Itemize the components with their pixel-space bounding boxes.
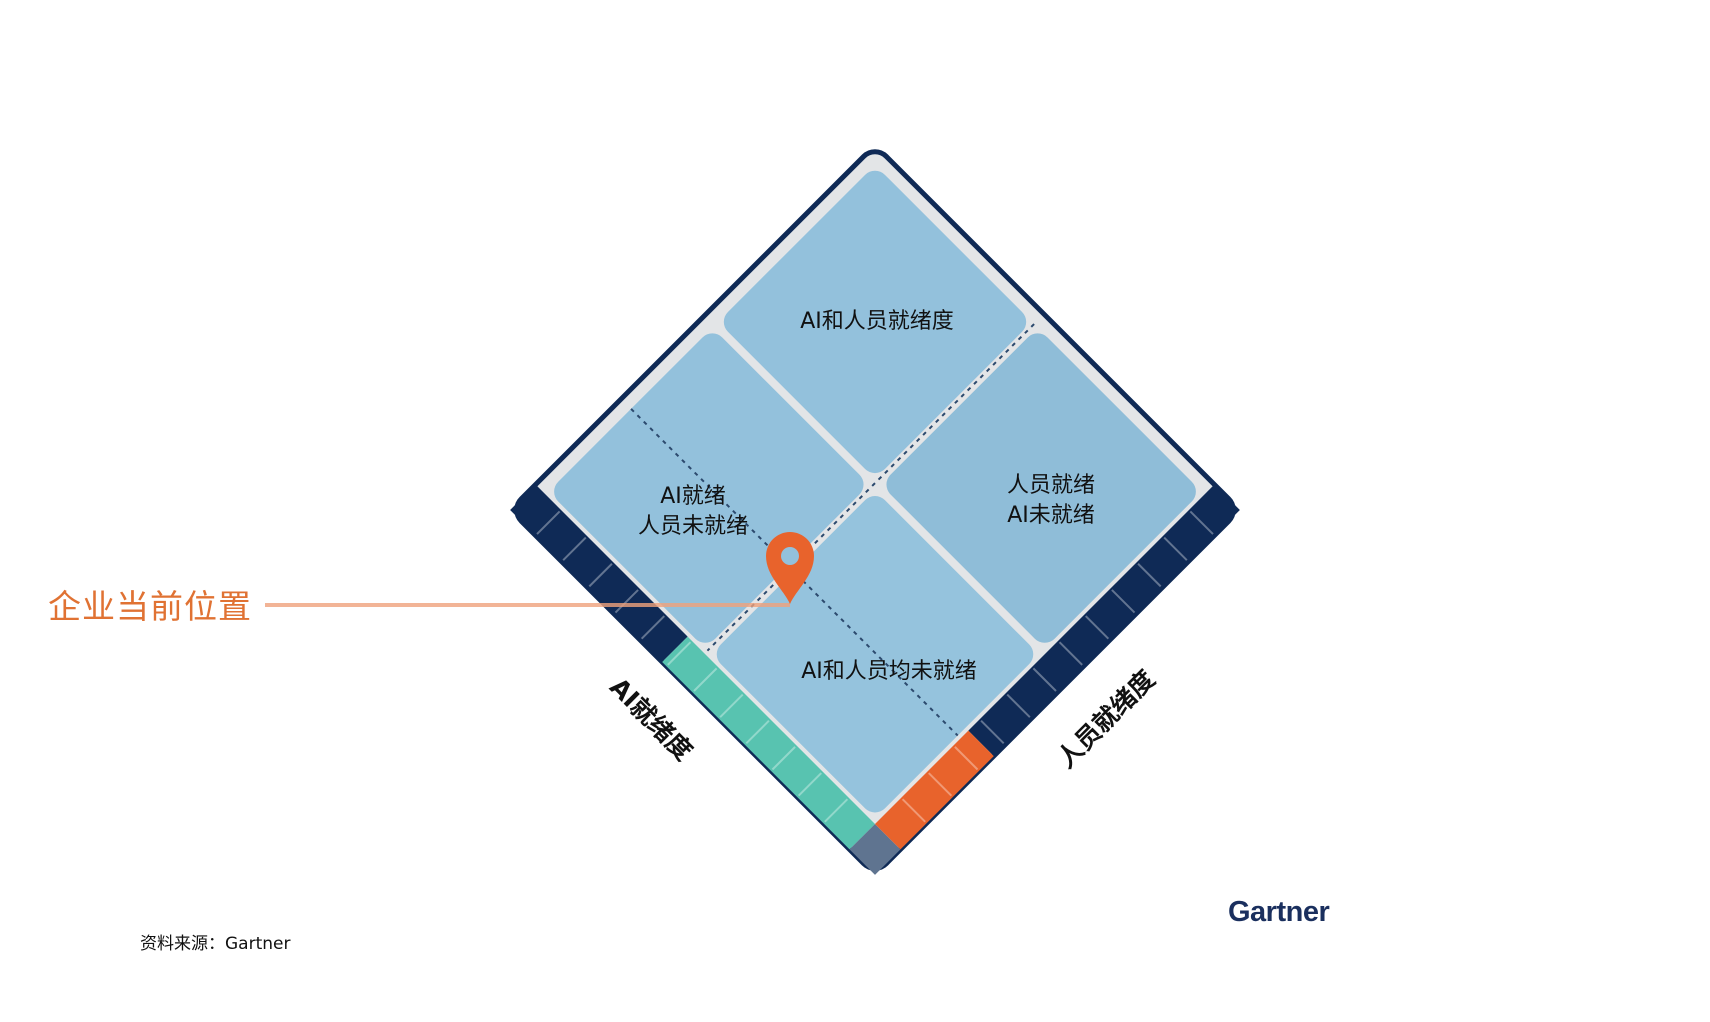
bar-cell-divider	[1189, 510, 1214, 535]
bar-cell-divider	[693, 667, 718, 692]
diamond-matrix	[510, 149, 1240, 875]
bar-cell-divider	[980, 720, 1005, 745]
quadrant-label-left-1: AI就绪	[660, 484, 726, 509]
bar-cell-divider	[954, 746, 979, 771]
location-pin-icon	[766, 532, 814, 604]
people-readiness-bar	[875, 484, 1240, 850]
bar-cell-divider	[1111, 589, 1136, 614]
gartner-logo: Gartner	[1228, 896, 1330, 928]
quadrant-top	[723, 170, 1027, 474]
bar-cell-divider	[928, 772, 953, 797]
bar-cell-divider	[1058, 641, 1083, 666]
bar-cell-divider	[614, 589, 639, 614]
people-bar-orange	[875, 730, 994, 850]
bar-cell-divider	[1085, 615, 1110, 640]
bar-cell-divider	[588, 563, 613, 588]
people-bar-navy	[968, 484, 1240, 757]
bar-cell-divider	[1006, 693, 1031, 718]
bar-cell-divider	[771, 746, 796, 771]
ai-bar-teal	[662, 636, 875, 850]
bar-cell-divider	[667, 641, 692, 666]
ai-bar-navy	[510, 484, 688, 663]
ai-readiness-bar	[510, 484, 901, 875]
bar-cell-divider	[1032, 667, 1057, 692]
bar-cell-divider	[1137, 563, 1162, 588]
bar-cell-divider	[640, 615, 665, 640]
bar-corner	[849, 823, 901, 875]
current-position-label: 企业当前位置	[48, 587, 252, 626]
bar-cell-divider	[536, 510, 561, 535]
bar-cell-divider	[719, 693, 744, 718]
bar-cell-divider	[824, 798, 849, 823]
quadrant-right	[886, 333, 1196, 643]
bar-cell-divider	[1163, 536, 1188, 561]
source-note: 资料来源：Gartner	[140, 934, 291, 954]
bar-cell-divider	[901, 798, 926, 823]
bar-cell-divider	[745, 720, 770, 745]
quadrant-label-right-1: 人员就绪	[1007, 473, 1095, 498]
bar-cell-divider	[562, 536, 587, 561]
bar-cell-divider	[797, 772, 822, 797]
quadrant-label-left-2: 人员未就绪	[638, 514, 748, 539]
quadrant-label-top: AI和人员就绪度	[800, 309, 954, 334]
quadrant-label-bottom: AI和人员均未就绪	[801, 659, 977, 684]
quadrant-label-right-2: AI未就绪	[1007, 503, 1095, 528]
